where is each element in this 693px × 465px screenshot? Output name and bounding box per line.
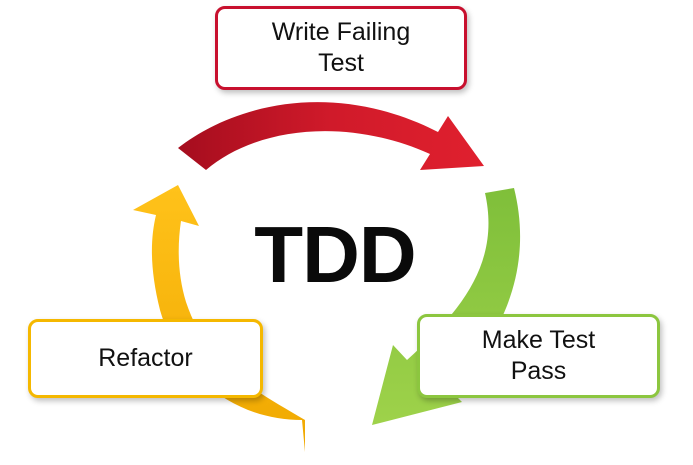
- center-title: TDD: [254, 210, 416, 299]
- step-refactor: Refactor: [28, 319, 263, 398]
- red-cycle-arrow: [178, 102, 484, 170]
- step-make-test-pass: Make Test Pass: [417, 314, 660, 398]
- step-write-failing-test: Write Failing Test: [215, 6, 467, 90]
- step-write-line2: Test: [318, 49, 364, 77]
- green-cycle-arrow: [372, 188, 521, 425]
- step-refactor-label: Refactor: [98, 344, 193, 372]
- step-make-line1: Make Test: [481, 326, 596, 354]
- yellow-cycle-arrow: [133, 185, 305, 452]
- step-write-line1: Write Failing: [271, 18, 411, 46]
- step-make-line2: Pass: [510, 357, 567, 385]
